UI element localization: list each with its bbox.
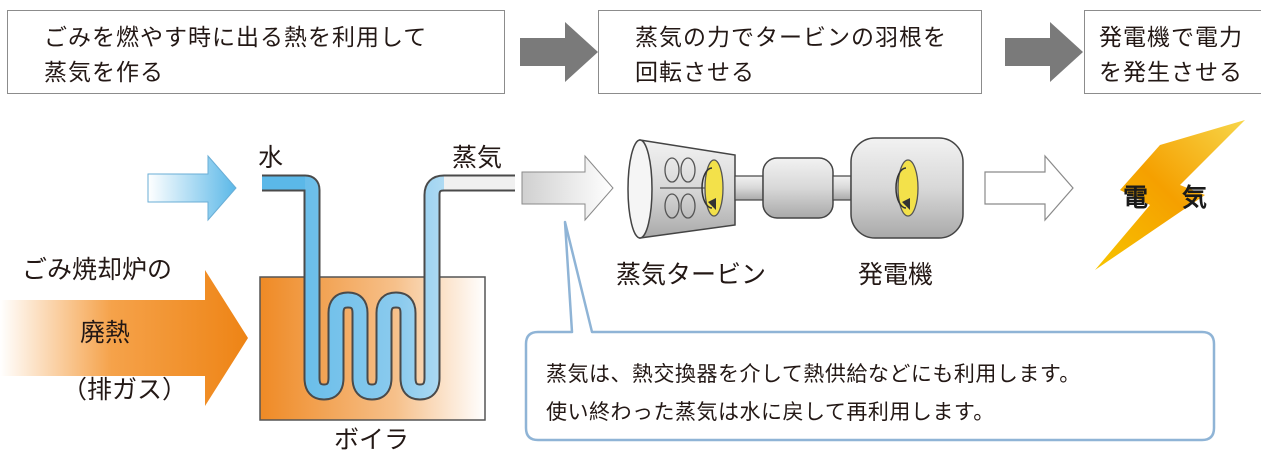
- step-arrow-1: [520, 22, 598, 82]
- water-label: 水: [258, 143, 284, 172]
- step-2-line2: 回転させる: [635, 60, 755, 86]
- turbine-shaft: [734, 175, 764, 201]
- steam-turbine-label: 蒸気タービン: [616, 260, 767, 289]
- callout-bubble: [524, 220, 1216, 442]
- incinerator-label: ごみ焼却炉の: [22, 255, 173, 284]
- waste-heat-label: 廃熱: [80, 318, 131, 347]
- generator: [850, 137, 964, 239]
- step-arrow-2: [1005, 22, 1083, 82]
- generator-shaft: [832, 175, 852, 201]
- lightning-bolt-icon: [1095, 120, 1245, 270]
- step-2-line1: 蒸気の力でタービンの羽根を: [635, 25, 947, 51]
- turbine-blades-icon: [660, 157, 705, 219]
- callout-line1: 蒸気は、熱交換器を介して熱供給などにも利用します。: [546, 362, 1081, 386]
- electricity-label-2: 気: [1182, 183, 1208, 212]
- step-1-line1: ごみを燃やす時に出る熱を利用して: [44, 25, 428, 51]
- electricity-label-1: 電: [1123, 183, 1149, 212]
- generator-label: 発電機: [858, 260, 934, 289]
- step-3-line1: 発電機で電力: [1099, 25, 1243, 51]
- callout-line2: 使い終わった蒸気は水に戻して再利用します。: [546, 400, 995, 424]
- waste-heat-arrow: [0, 270, 248, 406]
- steam-arrow: [521, 154, 614, 222]
- step-box-2: 蒸気の力でタービンの羽根を 回転させる: [598, 10, 982, 94]
- steam-label: 蒸気: [452, 143, 503, 172]
- boiler-label: ボイラ: [334, 425, 410, 454]
- exhaust-gas-label: （排ガス）: [62, 375, 188, 404]
- electricity-arrow: [984, 154, 1074, 222]
- steam-turbine: [627, 139, 736, 239]
- step-3-line2: を発生させる: [1099, 60, 1243, 86]
- boiler-tube: [262, 174, 515, 401]
- step-box-3: 発電機で電力 を発生させる: [1084, 10, 1261, 94]
- step-box-1: ごみを燃やす時に出る熱を利用して 蒸気を作る: [7, 10, 505, 94]
- shaft-coupling: [762, 157, 834, 219]
- callout-text: 蒸気は、熱交換器を介して熱供給などにも利用します。 使い終わった蒸気は水に戻して…: [546, 355, 1081, 431]
- water-input-arrow: [147, 154, 237, 222]
- step-1-line2: 蒸気を作る: [44, 60, 164, 86]
